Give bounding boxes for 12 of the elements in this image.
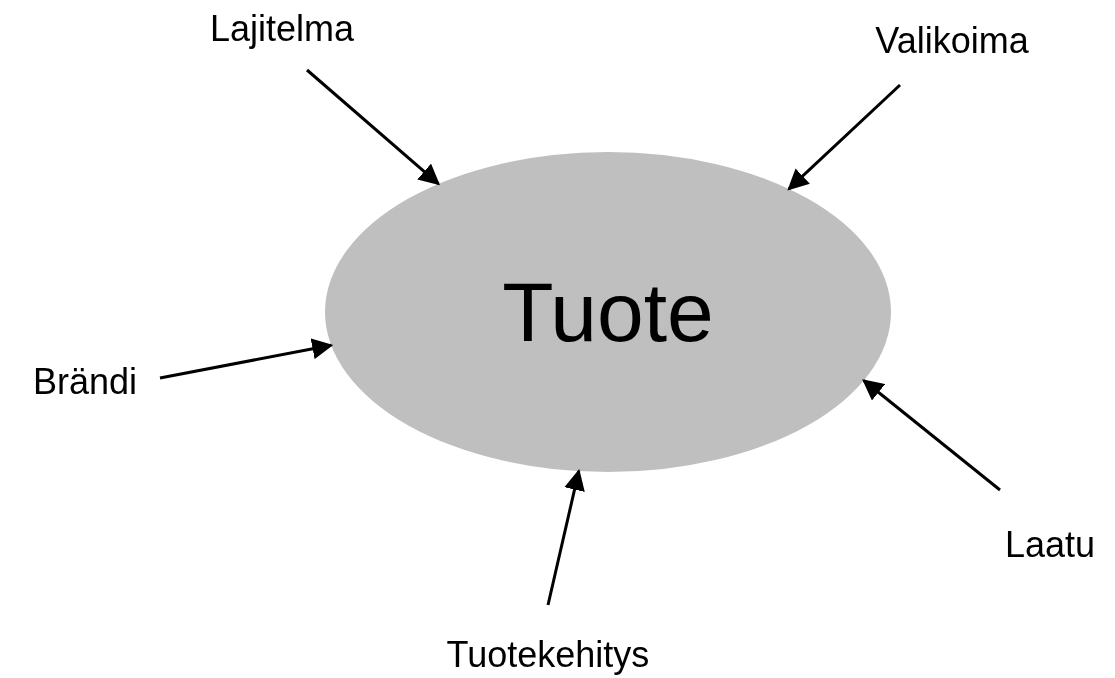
arrow bbox=[159, 338, 334, 380]
arrow bbox=[306, 68, 440, 186]
product-title: Tuote bbox=[502, 263, 714, 361]
arrow bbox=[787, 83, 902, 191]
product-ellipse bbox=[325, 152, 891, 472]
factor-label: Lajitelma bbox=[209, 8, 355, 50]
arrow bbox=[546, 469, 585, 606]
factor-label: Brändi bbox=[32, 361, 138, 403]
factor-label: Valikoima bbox=[875, 20, 1029, 62]
factor-label: Laatu bbox=[1004, 524, 1096, 566]
arrow bbox=[862, 379, 1001, 492]
factor-label: Tuotekehitys bbox=[446, 634, 650, 676]
